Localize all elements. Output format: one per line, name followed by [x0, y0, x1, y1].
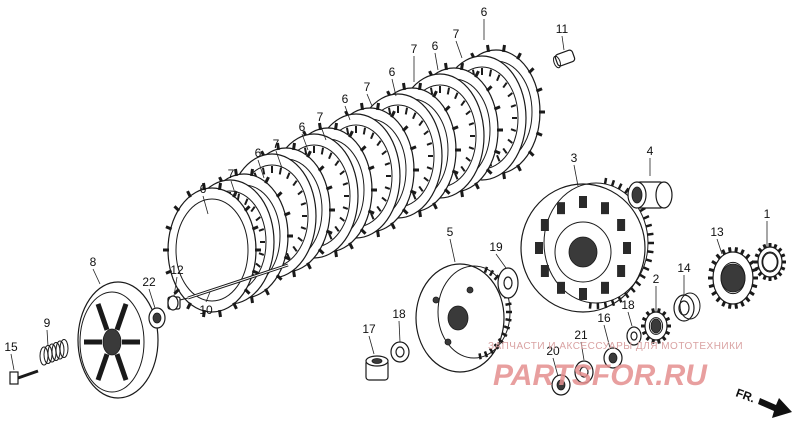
part-label-p7e: 7 — [273, 137, 280, 151]
part-label-p7c: 7 — [364, 80, 371, 94]
nut-part-16 — [603, 347, 623, 369]
front-direction-arrow-icon — [758, 398, 792, 418]
part-label-p3: 3 — [571, 151, 578, 165]
part-label-p7b: 7 — [411, 42, 418, 56]
part-label-p7d: 7 — [317, 110, 324, 124]
part-label-p19: 19 — [489, 240, 503, 254]
lifter-part-12 — [167, 295, 189, 311]
clutch-center-part-5 — [415, 263, 512, 373]
push-rod-part-10 — [187, 263, 289, 300]
part-label-p6e: 6 — [299, 120, 306, 134]
part-label-p9: 9 — [44, 316, 51, 330]
part-label-p6c: 6 — [389, 65, 396, 79]
spring-part-9 — [39, 339, 69, 366]
leader-lines — [10, 19, 768, 377]
part-label-p22: 22 — [142, 275, 156, 289]
part-label-p20: 20 — [546, 344, 560, 358]
nut-part-20 — [551, 374, 571, 396]
part-label-p7a: 7 — [453, 27, 460, 41]
part-label-p11: 11 — [556, 22, 569, 36]
part-label-p6f: 6 — [255, 146, 262, 160]
part-label-p7f: 7 — [228, 167, 235, 181]
part-label-p18a: 18 — [621, 298, 635, 312]
front-direction-label: FR. — [734, 386, 757, 406]
watermark-brand: PARTSFOR.RU — [493, 359, 708, 392]
clutch-disc-stack — [163, 44, 545, 318]
part-label-p16: 16 — [597, 311, 611, 325]
part-label-p13: 13 — [710, 225, 724, 239]
bearing-part-22 — [148, 307, 166, 329]
part-label-p6g: 6 — [200, 182, 207, 196]
part-label-p1: 1 — [764, 207, 771, 221]
watermark-caption: ЗАПЧАСТИ И АКСЕССУАРЫ ДЛЯ МОТОТЕХНИКИ — [488, 341, 743, 352]
collar-part-14 — [673, 292, 701, 322]
washer-part-21 — [574, 360, 594, 384]
part-label-p5: 5 — [447, 225, 454, 239]
clutch-outer-part-3 — [520, 177, 654, 313]
part-label-p6a: 6 — [481, 5, 488, 19]
part-label-p18b: 18 — [392, 307, 406, 321]
part-label-p10: 10 — [199, 303, 213, 317]
friction-disc-15 — [163, 182, 261, 318]
washer-part-19 — [497, 267, 519, 299]
bolt-part-15 — [9, 369, 39, 385]
front-direction-indicator: FR. — [734, 386, 792, 418]
part-label-p14: 14 — [677, 261, 691, 275]
pin-part-11 — [553, 49, 576, 69]
pressure-plate-part-8 — [77, 281, 159, 399]
part-label-p8: 8 — [90, 255, 97, 269]
gear-part-2 — [641, 308, 671, 344]
nut-part-17 — [365, 355, 389, 381]
part-label-p15: 15 — [4, 340, 18, 354]
part-label-p4: 4 — [647, 144, 654, 158]
washer-part-18-right — [626, 326, 642, 346]
bushing-part-4 — [627, 181, 673, 209]
part-label-p2: 2 — [653, 272, 660, 286]
part-label-p12: 12 — [170, 263, 184, 277]
gear-part-13 — [708, 247, 758, 309]
part-label-p21: 21 — [574, 328, 588, 342]
watermark: ЗАПЧАСТИ И АКСЕССУАРЫ ДЛЯ МОТОТЕХНИКИ PA… — [488, 341, 743, 392]
washer-part-18-left — [390, 341, 410, 363]
gear-part-1 — [754, 243, 786, 281]
part-label-p17: 17 — [362, 322, 376, 336]
part-label-p6d: 6 — [342, 92, 349, 106]
part-label-p6b: 6 — [432, 39, 439, 53]
